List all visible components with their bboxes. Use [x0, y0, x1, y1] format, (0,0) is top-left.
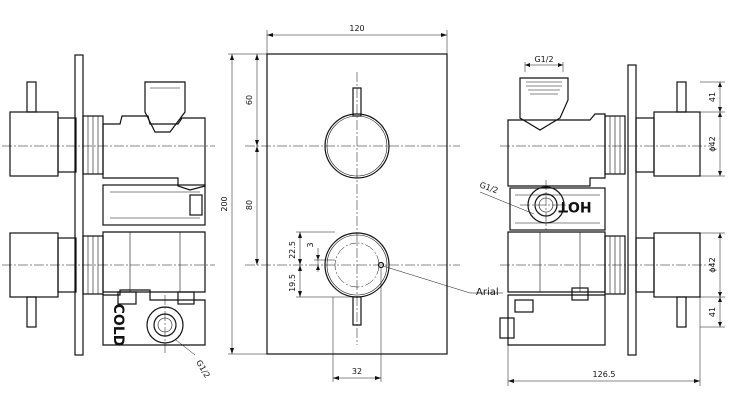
dim-right-top-41: 41 [708, 92, 717, 102]
thread-top-label: G1/2 [534, 55, 553, 64]
dim-right-bot-phi: ϕ42 [708, 257, 717, 272]
left-lower-handle [9, 232, 104, 328]
left-wall-plate [74, 54, 84, 356]
arial-label: Arial [476, 287, 499, 298]
dim-right-bot-41: 41 [708, 307, 717, 317]
dim-width: 120 [349, 24, 364, 33]
front-view: 120 200 60 80 22.5 19.5 3 32 Arial [220, 24, 503, 382]
dim-upper: 60 [245, 95, 254, 105]
dim-middle: 80 [245, 200, 254, 210]
dim-offset-c: 19.5 [288, 274, 297, 292]
dim-offset-b: 3 [306, 242, 315, 247]
thread-right-label: G1/2 [478, 180, 499, 195]
right-lower-handle [604, 232, 701, 328]
dim-right-depth: 126.5 [593, 370, 616, 379]
cold-label: COLD [110, 304, 126, 347]
right-wall-plate [627, 64, 637, 356]
left-valve-body [102, 81, 206, 346]
dim-total-height: 200 [220, 196, 229, 211]
left-upper-handle [9, 81, 104, 177]
dim-offset-a: 22.5 [288, 241, 297, 259]
right-side-view: G1/2 [478, 55, 725, 386]
front-lower-handle [324, 232, 390, 326]
dim-right-top-phi: ϕ42 [708, 136, 717, 151]
dim-bottom-width: 32 [352, 367, 362, 376]
front-plate [266, 53, 448, 355]
right-top-outlet: G1/2 [519, 55, 569, 131]
right-upper-handle [604, 81, 701, 177]
right-valve-body [499, 113, 606, 346]
hot-label: HOT [558, 198, 592, 214]
left-side-view: COLD G1/2 [2, 54, 215, 380]
thread-left-label: G1/2 [194, 359, 211, 380]
